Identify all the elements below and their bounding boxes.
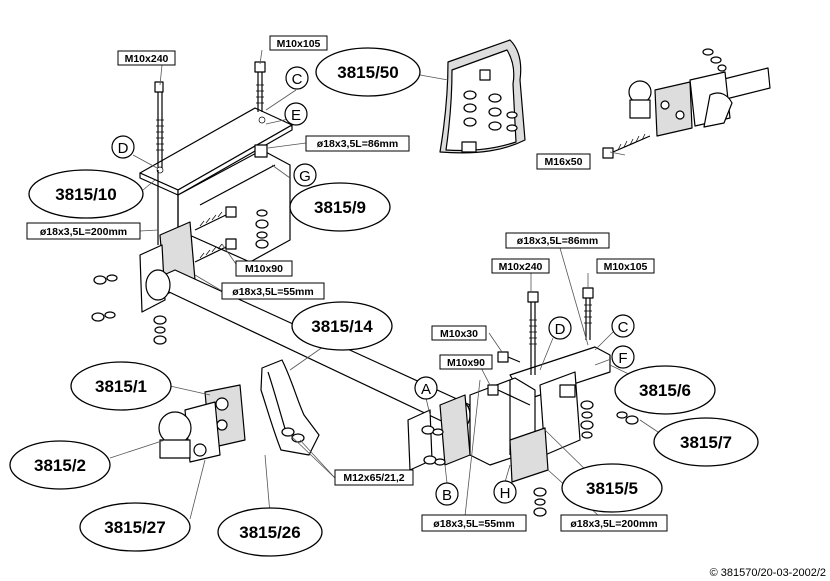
svg-text:B: B [442, 487, 452, 504]
svg-text:D: D [555, 321, 566, 338]
bolt-kit-bag [439, 39, 526, 154]
svg-text:ø18x3,5L=86mm: ø18x3,5L=86mm [517, 235, 598, 247]
svg-text:M10x105: M10x105 [604, 261, 648, 273]
spec-m16x50: M16x50 [536, 153, 591, 170]
svg-text:3815/50: 3815/50 [337, 63, 398, 82]
spec-m10x240-right: M10x240 [491, 258, 550, 274]
svg-text:3815/10: 3815/10 [55, 185, 116, 204]
part-number-3815-27: 3815/27 [79, 502, 191, 552]
part-number-3815-7: 3815/7 [653, 417, 759, 467]
letter-b-right: B [435, 482, 459, 506]
svg-text:3815/1: 3815/1 [95, 377, 147, 396]
svg-text:G: G [299, 168, 311, 185]
center-towball-bracket [158, 359, 320, 463]
left-mounting-plate [139, 107, 293, 196]
svg-text:3815/5: 3815/5 [586, 479, 638, 498]
svg-text:3815/26: 3815/26 [239, 523, 300, 542]
letter-d-right: D [548, 316, 572, 340]
svg-text:ø18x3,5L=86mm: ø18x3,5L=86mm [317, 138, 398, 150]
svg-text:3815/7: 3815/7 [680, 433, 732, 452]
svg-text:C: C [618, 319, 629, 336]
part-number-3815-10: 3815/10 [28, 169, 144, 219]
svg-text:ø18x3,5L=55mm: ø18x3,5L=55mm [433, 518, 514, 530]
svg-text:ø18x3,5L=55mm: ø18x3,5L=55mm [232, 286, 313, 298]
left-vertical-bolts [154, 61, 266, 168]
part-number-3815-14: 3815/14 [291, 301, 393, 351]
svg-text:C: C [292, 71, 303, 88]
svg-text:ø18x3,5L=200mm: ø18x3,5L=200mm [570, 518, 657, 530]
spec-d18-55-right: ø18x3,5L=55mm [421, 514, 527, 532]
svg-text:M10x30: M10x30 [440, 328, 478, 340]
part-number-3815-5: 3815/5 [561, 463, 663, 513]
letter-g-left: G [293, 163, 317, 187]
letter-e-left: E [284, 102, 308, 126]
letter-h-right: H [493, 480, 517, 504]
spec-d18-86-right: ø18x3,5L=86mm [505, 232, 610, 249]
spec-d18-55-left: ø18x3,5L=55mm [221, 282, 325, 300]
part-number-3815-50: 3815/50 [315, 47, 421, 97]
spec-d18-86-left: ø18x3,5L=86mm [305, 135, 410, 152]
svg-text:3815/2: 3815/2 [34, 456, 86, 475]
svg-text:M10x105: M10x105 [277, 38, 321, 50]
spec-m10x105-left: M10x105 [269, 35, 328, 51]
spec-m12x65: M12x65/21,2 [334, 469, 414, 486]
part-number-3815-9: 3815/9 [289, 182, 391, 232]
letter-c-right: C [611, 314, 635, 338]
svg-text:3815/6: 3815/6 [639, 381, 691, 400]
spec-m10x240-left: M10x240 [117, 50, 176, 66]
part-number-3815-2: 3815/2 [9, 440, 111, 490]
svg-text:3815/27: 3815/27 [104, 518, 165, 537]
spec-m10x30: M10x30 [431, 325, 487, 341]
part-number-3815-26: 3815/26 [217, 507, 323, 557]
svg-text:ø18x3,5L=200mm: ø18x3,5L=200mm [40, 226, 127, 238]
svg-text:E: E [291, 107, 301, 124]
letter-c-left: C [285, 66, 309, 90]
svg-text:M16x50: M16x50 [545, 156, 583, 168]
svg-text:M10x240: M10x240 [125, 53, 169, 65]
svg-text:H: H [500, 485, 511, 502]
right-bolts [421, 287, 639, 517]
letter-f-right: F [611, 345, 635, 369]
spec-m10x90-left: M10x90 [235, 260, 293, 277]
part-number-3815-6: 3815/6 [614, 365, 716, 415]
svg-text:M10x90: M10x90 [447, 357, 485, 369]
spec-d18-200-left: ø18x3,5L=200mm [26, 222, 141, 240]
svg-text:M10x90: M10x90 [245, 263, 283, 275]
svg-text:F: F [618, 350, 627, 367]
svg-text:M10x240: M10x240 [499, 261, 543, 273]
letter-d-left: D [111, 135, 135, 159]
left-horizontal-bolts [91, 206, 269, 345]
detail-towball-view [602, 48, 771, 159]
svg-text:A: A [421, 381, 431, 398]
svg-text:M12x65/21,2: M12x65/21,2 [343, 472, 404, 484]
svg-text:D: D [118, 140, 129, 157]
letter-a-right: A [414, 376, 438, 400]
svg-text:3815/14: 3815/14 [311, 317, 373, 336]
spec-d18-200-right: ø18x3,5L=200mm [560, 514, 668, 532]
copyright-text: © 381570/20-03-2002/2 [710, 567, 826, 579]
svg-text:3815/9: 3815/9 [314, 198, 366, 217]
spec-m10x105-right: M10x105 [596, 258, 655, 274]
part-number-3815-1: 3815/1 [70, 361, 172, 411]
spec-m10x90-right: M10x90 [439, 354, 493, 370]
